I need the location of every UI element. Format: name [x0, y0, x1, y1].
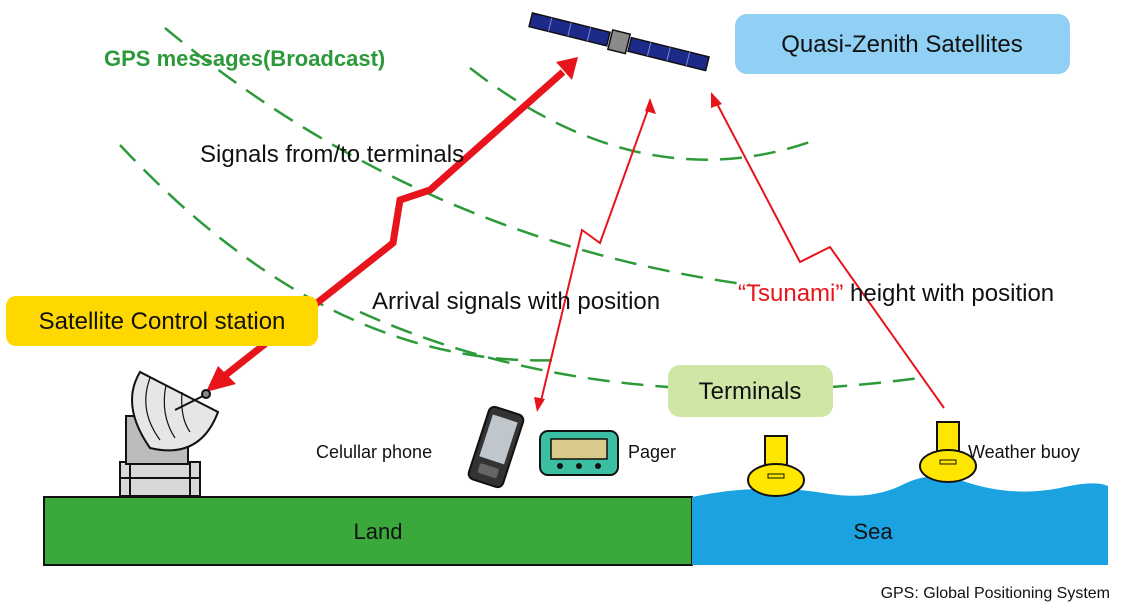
- gps-messages-label: GPS messages(Broadcast): [104, 46, 385, 71]
- control-station-box: [6, 296, 318, 346]
- land-label: Land: [354, 519, 403, 544]
- pager-icon: [539, 430, 619, 476]
- pager-label: Pager: [628, 442, 676, 462]
- qzs-label: Quasi-Zenith Satellites: [781, 31, 1022, 58]
- cell-phone-icon: [467, 405, 525, 489]
- tsunami-word: “Tsunami”: [738, 280, 843, 307]
- tsunami-label: “Tsunami” height with position: [738, 280, 1054, 307]
- signals-terminals-label: Signals from/to terminals: [200, 141, 464, 168]
- qzs-label-box: [735, 14, 1070, 74]
- phone-satellite-arrow: [534, 98, 656, 412]
- weather-buoy-icon: [919, 421, 977, 483]
- tsunami-rest: height with position: [843, 280, 1054, 307]
- footnote: GPS: Global Positioning System: [881, 585, 1110, 602]
- dish-antenna-icon: [119, 370, 220, 497]
- control-station-label: Satellite Control station: [39, 308, 286, 335]
- terminals-label: Terminals: [699, 378, 802, 405]
- sea-label: Sea: [853, 519, 893, 544]
- sea-area: [692, 476, 1108, 565]
- satellite-icon: [528, 12, 710, 72]
- control-satellite-arrow: [206, 57, 578, 392]
- weather-buoy-icon: [747, 435, 805, 497]
- weather-buoy-label: Weather buoy: [968, 442, 1080, 462]
- gps-arc-2: [164, 27, 751, 287]
- land-area: [43, 496, 693, 566]
- gps-arc-3: [119, 144, 561, 362]
- cell-phone-label: Celullar phone: [316, 442, 432, 462]
- arrival-signals-label: Arrival signals with position: [372, 288, 660, 315]
- gps-arc-1: [469, 67, 811, 161]
- terminals-box: [668, 365, 833, 417]
- buoy-satellite-arrow: [711, 92, 945, 409]
